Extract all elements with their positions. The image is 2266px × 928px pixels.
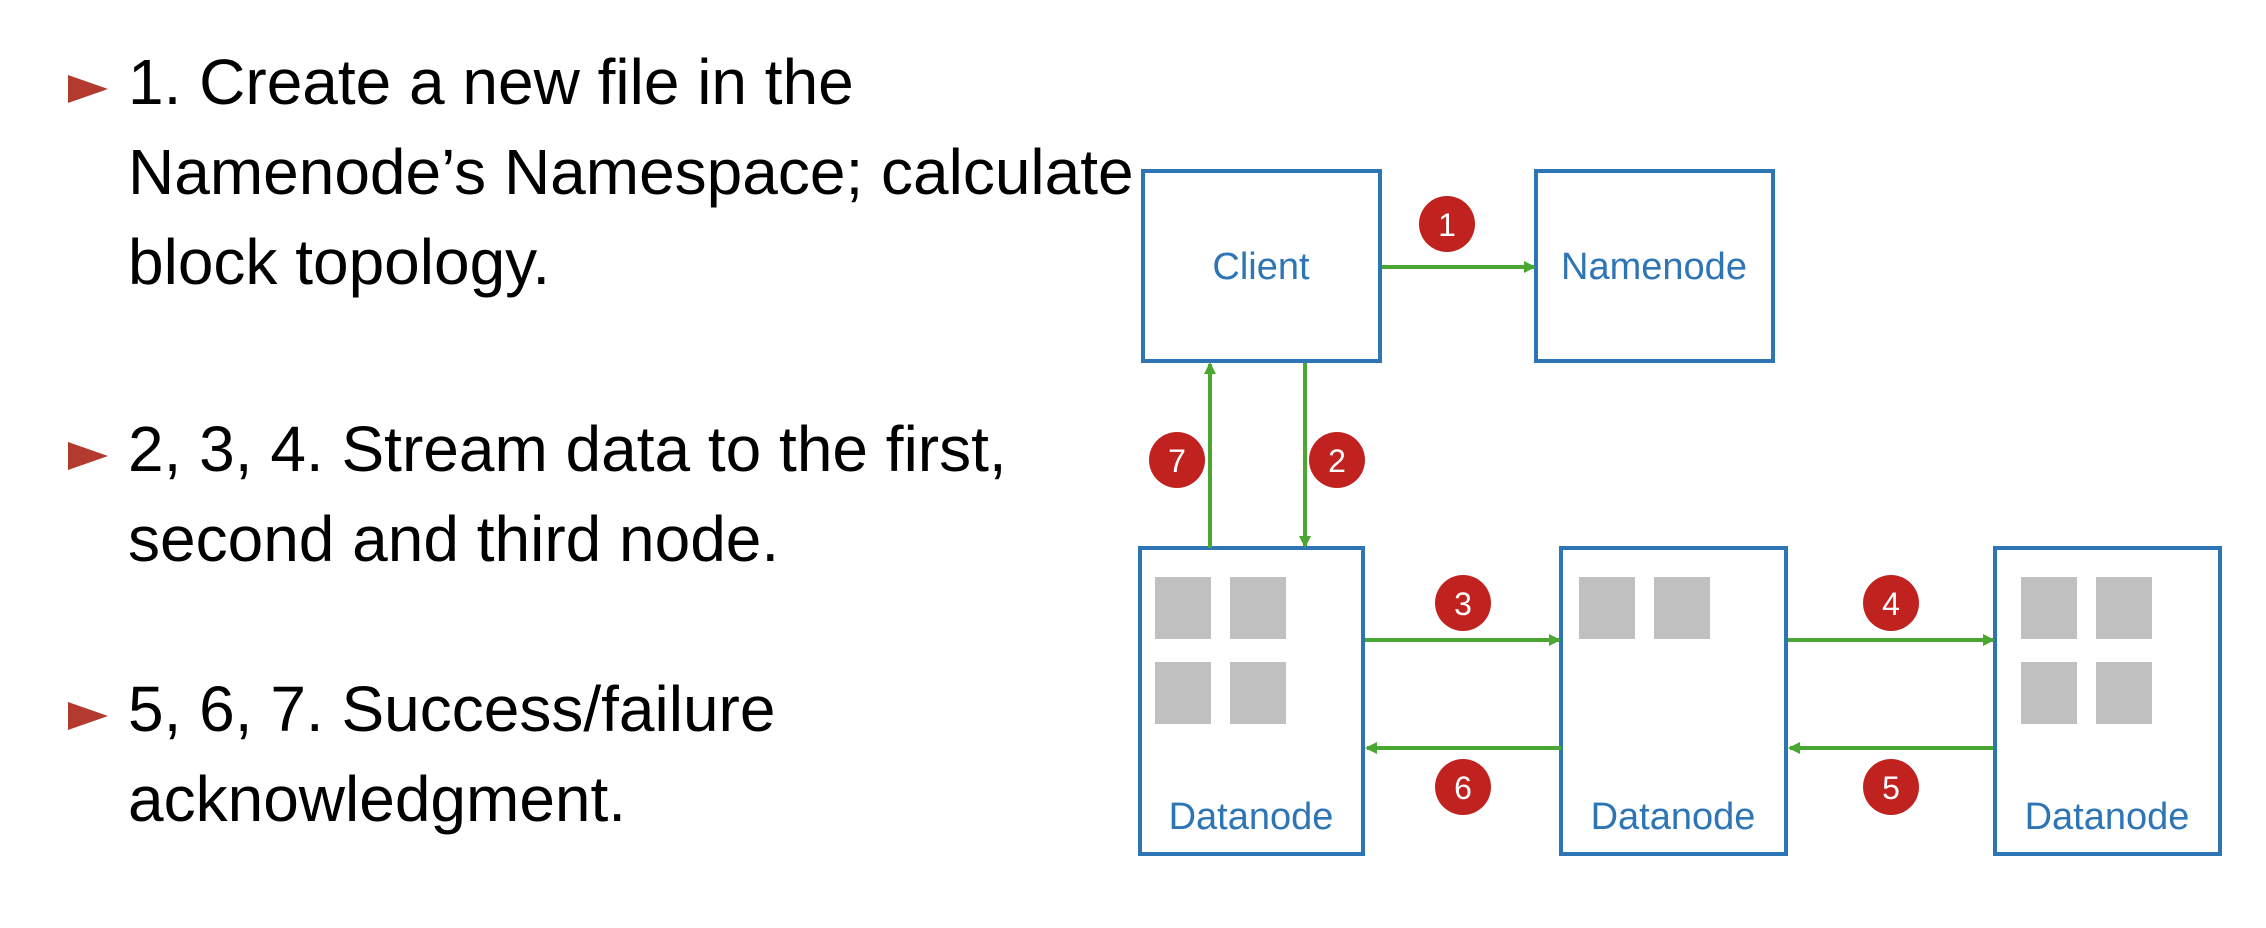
bullet-arrow-icon <box>68 442 108 470</box>
data-block <box>1654 577 1710 639</box>
datanode-3: Datanode <box>1993 546 2222 856</box>
data-block <box>2021 662 2077 724</box>
datanode-1: Datanode <box>1138 546 1365 856</box>
step-badge-7: 7 <box>1149 432 1205 488</box>
datanode-label: Datanode <box>1169 796 1334 838</box>
datanode-2: Datanode <box>1559 546 1788 856</box>
data-block <box>1230 662 1286 724</box>
bullet-arrow-icon <box>68 75 108 103</box>
step-badge-6: 6 <box>1435 759 1491 815</box>
client-node: Client <box>1141 169 1382 363</box>
data-block <box>1579 577 1635 639</box>
data-block <box>2096 577 2152 639</box>
bullet-text: 2, 3, 4. Stream data to the first, secon… <box>128 413 1007 575</box>
datanode-label: Datanode <box>2025 796 2190 838</box>
namenode-node: Namenode <box>1534 169 1775 363</box>
step-number: 7 <box>1168 443 1186 479</box>
step-number: 2 <box>1328 443 1346 479</box>
step-number: 4 <box>1882 586 1900 622</box>
datanode-label: Datanode <box>1591 796 1756 838</box>
data-block <box>1230 577 1286 639</box>
step-badge-5: 5 <box>1863 759 1919 815</box>
step-badge-2: 2 <box>1309 432 1365 488</box>
client-label: Client <box>1212 246 1310 288</box>
step-number: 3 <box>1454 586 1472 622</box>
client-box <box>1141 169 1382 363</box>
data-block <box>2096 662 2152 724</box>
namenode-label: Namenode <box>1561 246 1747 288</box>
bullet-text: 5, 6, 7. Success/failure acknowledgment. <box>128 673 776 835</box>
step-number: 1 <box>1438 207 1456 243</box>
step-badge-3: 3 <box>1435 575 1491 631</box>
bullet-text: 1. Create a new file in the Namenode’s N… <box>128 46 1134 298</box>
data-block <box>1155 662 1211 724</box>
bullet-list: 1. Create a new file in the Namenode’s N… <box>0 0 1134 928</box>
data-block <box>1155 577 1211 639</box>
step-number: 5 <box>1882 770 1900 806</box>
step-number: 6 <box>1454 770 1472 806</box>
namenode-box <box>1534 169 1775 363</box>
bullet-arrow-icon <box>68 702 108 730</box>
step-badge-4: 4 <box>1863 575 1919 631</box>
step-badge-1: 1 <box>1419 196 1475 252</box>
data-block <box>2021 577 2077 639</box>
